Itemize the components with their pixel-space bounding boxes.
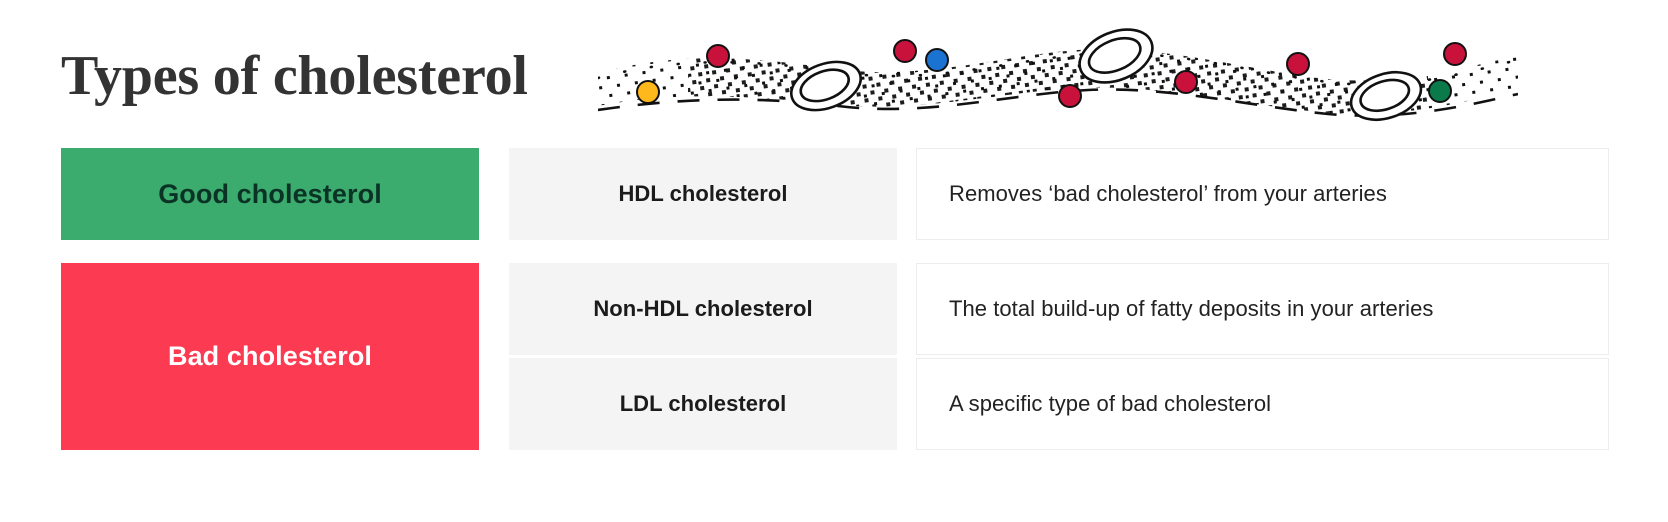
type-column: HDL cholesterol Non-HDL cholesterol LDL … bbox=[509, 148, 897, 450]
yellow-particle bbox=[636, 80, 660, 104]
description-text-ldl: A specific type of bad cholesterol bbox=[949, 391, 1272, 416]
white-blood-cell bbox=[1078, 28, 1154, 84]
description-cell-hdl: Removes ‘bad cholesterol’ from your arte… bbox=[916, 148, 1609, 240]
red-particle bbox=[1058, 84, 1082, 108]
white-blood-cell bbox=[790, 60, 862, 112]
artery-cross-section-illustration bbox=[598, 22, 1518, 122]
category-label-bad: Bad cholesterol bbox=[167, 341, 373, 371]
description-text-non-hdl: The total build-up of fatty deposits in … bbox=[949, 296, 1434, 321]
type-label-hdl: HDL cholesterol bbox=[618, 181, 788, 206]
red-particle bbox=[1174, 70, 1198, 94]
category-block-good-cholesterol: Good cholesterol bbox=[61, 148, 479, 240]
description-column: Removes ‘bad cholesterol’ from your arte… bbox=[916, 148, 1609, 450]
red-particle bbox=[706, 44, 730, 68]
description-text-hdl: Removes ‘bad cholesterol’ from your arte… bbox=[949, 181, 1387, 206]
white-blood-cell bbox=[1349, 71, 1423, 121]
type-chip-ldl: LDL cholesterol bbox=[509, 358, 897, 450]
description-cell-ldl: A specific type of bad cholesterol bbox=[916, 358, 1609, 450]
artery-wall-lower bbox=[598, 88, 1518, 117]
page-title: Types of cholesterol bbox=[61, 45, 528, 107]
type-chip-hdl: HDL cholesterol bbox=[509, 148, 897, 240]
cholesterol-types-table: Good cholesterol Bad cholesterol HDL cho… bbox=[61, 148, 1609, 450]
blue-particle bbox=[925, 48, 949, 72]
category-label-good: Good cholesterol bbox=[158, 178, 382, 209]
type-chip-non-hdl: Non-HDL cholesterol bbox=[509, 263, 897, 355]
category-column: Good cholesterol Bad cholesterol bbox=[61, 148, 479, 450]
red-particle bbox=[1443, 42, 1467, 66]
cholesterol-particle-group bbox=[636, 39, 1467, 108]
description-cell-non-hdl: The total build-up of fatty deposits in … bbox=[916, 263, 1609, 355]
artery-wall-upper bbox=[598, 51, 1518, 86]
category-block-bad-cholesterol: Bad cholesterol bbox=[61, 263, 479, 450]
red-particle bbox=[893, 39, 917, 63]
white-blood-cell-group bbox=[790, 28, 1423, 121]
green-particle bbox=[1428, 79, 1452, 103]
red-particle bbox=[1286, 52, 1310, 76]
type-label-non-hdl: Non-HDL cholesterol bbox=[593, 296, 813, 321]
type-label-ldl: LDL cholesterol bbox=[619, 391, 787, 416]
